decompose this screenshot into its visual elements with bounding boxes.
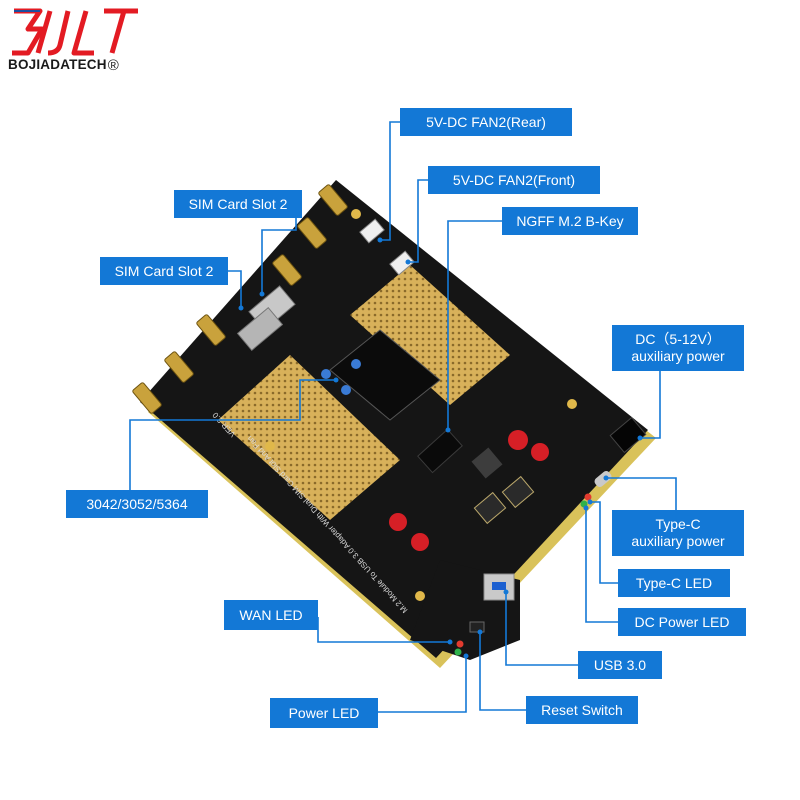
inductor (471, 447, 503, 479)
callout-fan-rear: 5V-DC FAN2(Rear) (400, 108, 572, 136)
callout-ngff: NGFF M.2 B-Key (502, 207, 638, 235)
ngff-connector (417, 428, 463, 474)
callout-dc-line1: DC（5-12V） (635, 330, 721, 347)
capacitors (389, 430, 549, 551)
module-screw-posts (321, 359, 361, 395)
power-chip-1 (473, 491, 507, 525)
callout-typec-line2: auxiliary power (631, 533, 725, 549)
brand-logo (12, 8, 138, 56)
sim-slot-2-lower (236, 307, 284, 351)
power-chip-2 (501, 475, 535, 509)
callout-typec-led: Type-C LED (618, 569, 730, 597)
callout-module-sizes: 3042/3052/5364 (66, 490, 208, 518)
type-c-port (594, 471, 612, 487)
callout-fan-front: 5V-DC FAN2(Front) (428, 166, 600, 194)
callout-typec-power: Type-C auxiliary power (612, 510, 744, 556)
callout-sim-slot-bottom: SIM Card Slot 2 (100, 257, 228, 285)
fan-header-rear (359, 218, 385, 244)
callout-dc-power: DC（5-12V） auxiliary power (612, 325, 744, 371)
callout-dc-led: DC Power LED (618, 608, 746, 636)
callout-wan-led: WAN LED (224, 600, 318, 630)
status-leds (454, 493, 592, 656)
callout-power-led: Power LED (270, 698, 378, 728)
callout-usb3: USB 3.0 (578, 651, 662, 679)
callout-reset-switch: Reset Switch (526, 696, 638, 724)
module-slot (329, 329, 441, 421)
callout-dc-line2: auxiliary power (631, 348, 725, 364)
brand-name: BOJIADATECH® (8, 57, 119, 74)
callout-typec-line1: Type-C (655, 515, 701, 532)
callout-sim-slot-top: SIM Card Slot 2 (174, 190, 302, 218)
reset-switch-body (469, 621, 485, 633)
